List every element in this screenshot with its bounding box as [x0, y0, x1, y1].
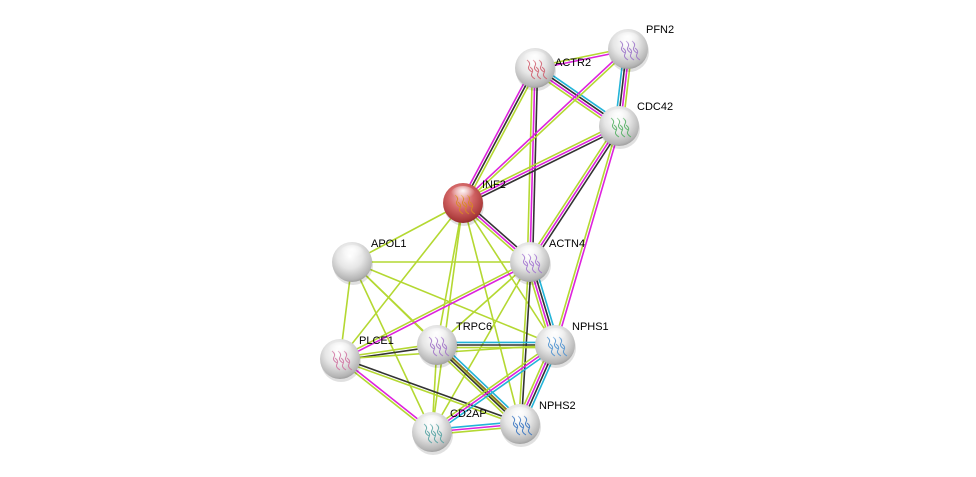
edge-line-textmining — [351, 261, 433, 433]
edge-line-textmining — [339, 260, 530, 359]
node-highlight — [339, 245, 365, 261]
edge-line-database — [433, 346, 557, 435]
edge-line-textmining — [339, 202, 464, 360]
edge-line-textmining — [463, 49, 630, 205]
node-label: CDC42 — [637, 101, 673, 113]
node-label: PLCE1 — [359, 335, 394, 347]
edge-line-textmining — [527, 124, 618, 262]
edge-line-textmining — [436, 261, 531, 346]
edge-inf2-plce1[interactable] — [339, 202, 464, 360]
edge-line-coexpression — [463, 127, 621, 207]
edge-pfn2-inf2[interactable] — [461, 47, 630, 205]
edge-actn4-trpc6[interactable] — [436, 261, 531, 346]
edge-line-experimental — [462, 125, 620, 204]
edge-line-textmining — [351, 202, 464, 263]
node-highlight — [522, 51, 548, 67]
edge-line-textmining — [339, 359, 520, 426]
node-apol1[interactable]: APOL1 — [332, 238, 406, 285]
node-highlight — [419, 415, 445, 431]
edge-inf2-cd2ap[interactable] — [431, 202, 464, 433]
node-highlight — [606, 109, 632, 125]
edge-actn4-plce1[interactable] — [339, 260, 531, 361]
node-highlight — [424, 328, 450, 344]
edge-line-textmining — [431, 202, 464, 433]
node-plce1[interactable]: PLCE1 — [320, 335, 394, 382]
node-label: ACTN4 — [549, 238, 585, 250]
edge-line-textmining — [430, 342, 554, 431]
node-label: APOL1 — [371, 238, 406, 250]
node-highlight — [450, 186, 476, 202]
node-pfn2[interactable]: PFN2 — [608, 24, 674, 72]
edge-line-textmining — [464, 68, 539, 205]
edge-apol1-cd2ap[interactable] — [351, 261, 433, 433]
node-inf2[interactable]: INF2 — [443, 179, 506, 226]
edge-line-coexpression — [531, 126, 622, 264]
edge-line-textmining — [436, 202, 464, 346]
node-actr2[interactable]: ACTR2 — [515, 48, 591, 91]
node-cdc42[interactable]: CDC42 — [599, 101, 673, 149]
edge-actr2-inf2[interactable] — [459, 66, 539, 205]
node-nphs1[interactable]: NPHS1 — [535, 321, 609, 368]
node-label: NPHS1 — [572, 321, 609, 333]
edge-line-coexpression — [340, 357, 521, 424]
edge-line-experimental — [340, 262, 531, 361]
node-label: NPHS2 — [539, 400, 576, 412]
edge-nphs1-cd2ap[interactable] — [430, 342, 557, 435]
edge-line-textmining — [552, 125, 619, 345]
node-label: TRPC6 — [456, 321, 492, 333]
edge-line-coexpression — [462, 67, 536, 204]
node-highlight — [327, 342, 353, 358]
node-label: ACTR2 — [555, 57, 591, 69]
edge-inf2-trpc6[interactable] — [436, 202, 464, 346]
node-label: CD2AP — [450, 408, 487, 420]
node-label: PFN2 — [646, 24, 674, 36]
edge-line-experimental — [555, 126, 622, 346]
node-highlight — [517, 245, 543, 261]
edge-line-textmining — [461, 122, 619, 202]
node-actn4[interactable]: ACTN4 — [510, 238, 585, 285]
edge-line-experimental — [529, 125, 620, 263]
node-trpc6[interactable]: TRPC6 — [417, 321, 492, 368]
edge-line-experimental — [431, 344, 556, 433]
edge-inf2-apol1[interactable] — [351, 202, 464, 263]
edge-inf2-nphs2[interactable] — [462, 202, 521, 425]
edge-cdc42-nphs1[interactable] — [552, 125, 622, 346]
edge-line-textmining — [526, 67, 534, 262]
node-highlight — [542, 328, 568, 344]
node-label: INF2 — [482, 179, 506, 191]
node-cd2ap[interactable]: CD2AP — [412, 408, 487, 455]
edge-line-experimental — [461, 47, 628, 203]
edge-line-textmining — [462, 202, 521, 425]
node-highlight — [507, 407, 533, 423]
edge-plce1-nphs2[interactable] — [339, 357, 521, 426]
node-nphs2[interactable]: NPHS2 — [500, 400, 576, 447]
node-highlight — [615, 32, 641, 48]
edge-cdc42-actn4[interactable] — [527, 124, 622, 264]
edge-cdc42-inf2[interactable] — [461, 122, 621, 207]
edge-line-textmining — [351, 261, 556, 346]
edge-line-experimental — [459, 66, 534, 203]
edge-apol1-nphs1[interactable] — [351, 261, 556, 346]
